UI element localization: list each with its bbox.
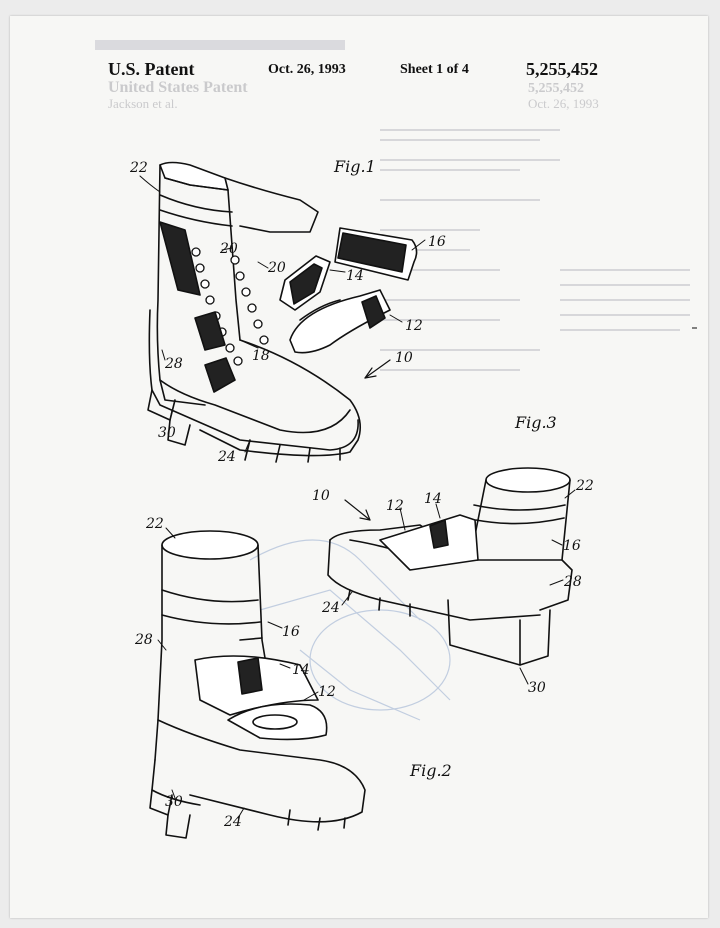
ref-numeral: 14 xyxy=(424,491,442,507)
bleed-heading: United States Patent xyxy=(108,79,248,96)
ref-numeral: 22 xyxy=(129,160,148,176)
ref-numeral: 12 xyxy=(318,684,336,700)
ref-numeral: 28 xyxy=(164,356,183,372)
patent-date: Oct. 26, 1993 xyxy=(268,62,346,77)
ref-numeral: 10 xyxy=(395,350,413,366)
ref-numeral: 24 xyxy=(223,814,242,830)
patent-sheet xyxy=(10,16,708,918)
ref-numeral: 28 xyxy=(563,574,582,590)
ref-numeral: 12 xyxy=(405,318,423,334)
ref-numeral: 14 xyxy=(292,662,310,678)
ref-numeral: 30 xyxy=(528,680,546,696)
ref-numeral: 18 xyxy=(252,348,270,364)
fig3-label: Fig.3 xyxy=(514,413,557,432)
bleed-inventor: Jackson et al. xyxy=(108,96,178,111)
fig3-drawing xyxy=(327,467,576,685)
ref-numeral: 20 xyxy=(219,241,238,257)
fig2-drawing xyxy=(149,527,366,839)
ref-numeral: 16 xyxy=(428,234,446,250)
ref-numeral: 20 xyxy=(267,260,286,276)
bleed-number: 5,255,452 xyxy=(528,81,584,96)
ref-numeral: 14 xyxy=(346,268,364,284)
ref-numeral: 24 xyxy=(217,449,236,465)
fig1-drawing xyxy=(139,161,426,463)
ref-numeral: 28 xyxy=(134,632,153,648)
ref-numeral: 30 xyxy=(158,425,176,441)
sheet-indicator: Sheet 1 of 4 xyxy=(400,62,469,77)
fig1-label: Fig.1 xyxy=(333,157,376,176)
ref-numeral: 12 xyxy=(386,498,404,514)
bleed-through-text: United States Patent Jackson et al. 5,25… xyxy=(95,40,690,721)
ref-numeral: 22 xyxy=(145,516,164,532)
ref-numeral: 16 xyxy=(282,624,300,640)
patent-label: U.S. Patent xyxy=(108,59,195,79)
ref-numeral: 22 xyxy=(575,478,594,494)
bleed-date: Oct. 26, 1993 xyxy=(528,96,599,111)
ref-numeral: 10 xyxy=(312,488,330,504)
ref-numeral: 16 xyxy=(563,538,581,554)
ref-numeral: 24 xyxy=(321,600,340,616)
patent-number: 5,255,452 xyxy=(526,59,598,79)
ref-numeral: 30 xyxy=(165,794,183,810)
fig2-label: Fig.2 xyxy=(409,761,452,780)
